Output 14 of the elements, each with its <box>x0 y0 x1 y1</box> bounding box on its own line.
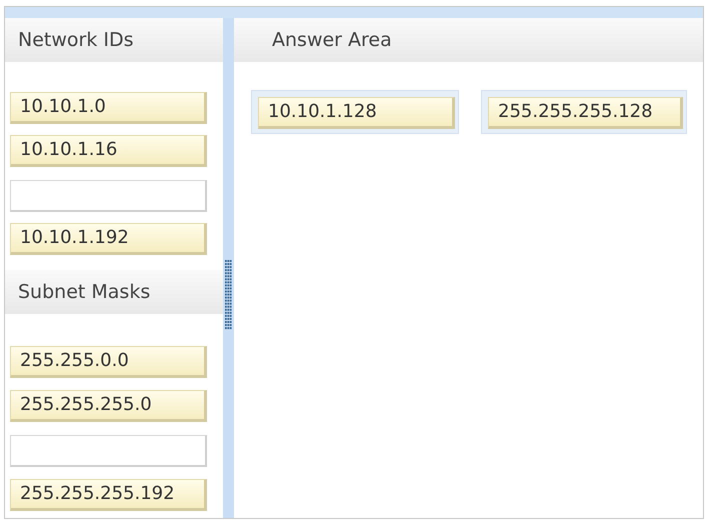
drag-item: 255.255.255.192 <box>10 479 207 511</box>
drop-zone <box>481 90 687 134</box>
section-heading: Network IDs <box>5 18 223 62</box>
empty-drop-slot <box>10 180 207 212</box>
drag-item: 255.255.255.0 <box>10 390 207 422</box>
section-heading: Answer Area <box>234 18 703 62</box>
drag-item: 255.255.255.128 <box>488 97 683 129</box>
drag-item: 10.10.1.192 <box>10 223 207 255</box>
empty-drop-slot <box>10 435 207 467</box>
section-heading: Subnet Masks <box>5 270 223 314</box>
drag-item: 255.255.0.0 <box>10 346 207 378</box>
drag-item: 10.10.1.128 <box>258 97 455 129</box>
drag-item: 10.10.1.0 <box>10 92 207 124</box>
drag-item: 10.10.1.16 <box>10 135 207 167</box>
